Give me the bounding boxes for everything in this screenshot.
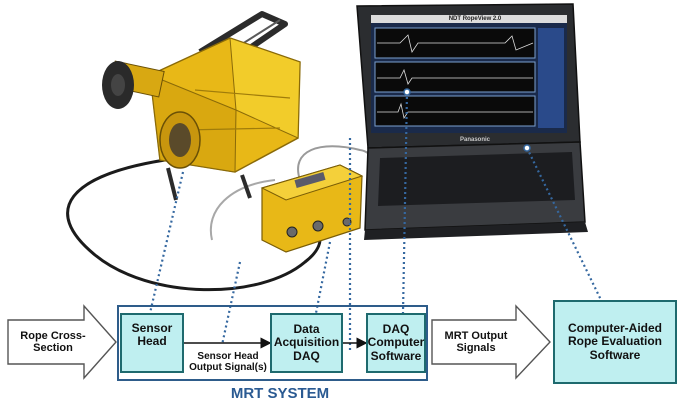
daq-software-block bbox=[366, 313, 426, 373]
laptop-brand: Panasonic bbox=[459, 136, 490, 143]
daq-cable bbox=[209, 179, 276, 241]
mrt-output-label: MRT Output Signals bbox=[444, 329, 508, 354]
leader-sensor-output bbox=[220, 261, 242, 346]
leader-evaluation bbox=[526, 147, 602, 301]
sensor-head-device bbox=[102, 11, 301, 201]
daq-device bbox=[260, 164, 364, 253]
daq-label: Data Acquisition DAQ bbox=[273, 321, 340, 363]
sensor-head-block bbox=[120, 313, 184, 373]
sensor-head-label: Sensor Head bbox=[131, 320, 173, 348]
output-hollow-arrow bbox=[431, 304, 551, 380]
evaluation-block bbox=[553, 300, 677, 384]
daq-block bbox=[270, 313, 343, 373]
leader-daq bbox=[314, 241, 332, 314]
daq-software-label: DAQ Computer Software bbox=[367, 321, 425, 363]
input-label: Rope Cross-Section bbox=[20, 329, 86, 354]
mrt-system-title: MRT SYSTEM bbox=[230, 385, 330, 402]
evaluation-label: Computer-Aided Rope Evaluation Software bbox=[567, 320, 662, 362]
laptop-app-title: NDT RopeView 2.0 bbox=[448, 15, 502, 22]
laptop bbox=[356, 3, 588, 240]
mrt-system-frame bbox=[117, 305, 428, 381]
leader-sensor-head bbox=[148, 171, 185, 314]
input-hollow-arrow bbox=[7, 304, 117, 380]
leader-daq-software bbox=[401, 91, 409, 314]
sensor-output-label: Sensor Head Output Signal(s) bbox=[189, 350, 267, 373]
